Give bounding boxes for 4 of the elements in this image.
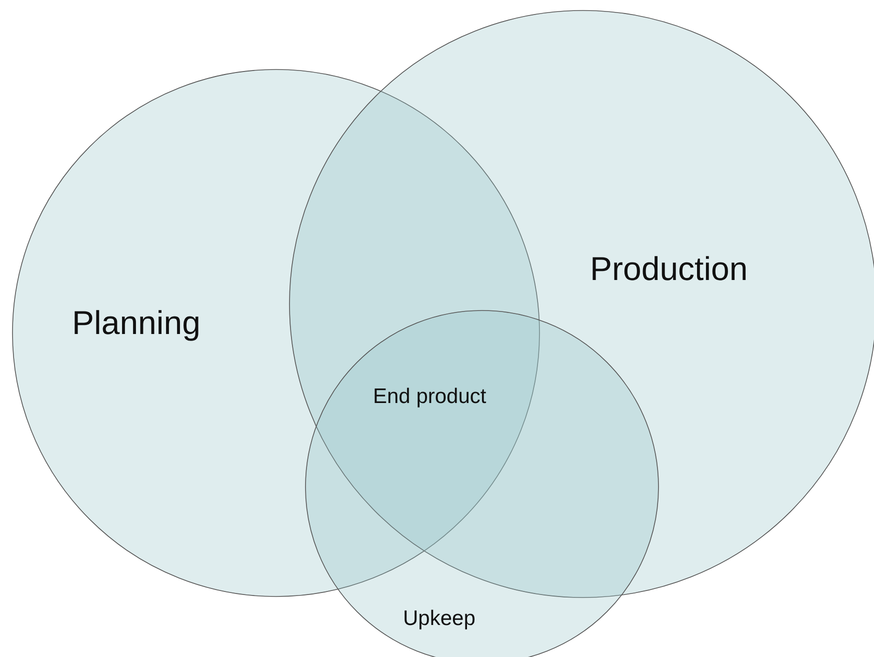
set-label: Production (590, 249, 748, 289)
set-label: Planning (72, 303, 200, 343)
set-label: Upkeep (403, 606, 476, 632)
intersection-label: End product (373, 384, 488, 410)
